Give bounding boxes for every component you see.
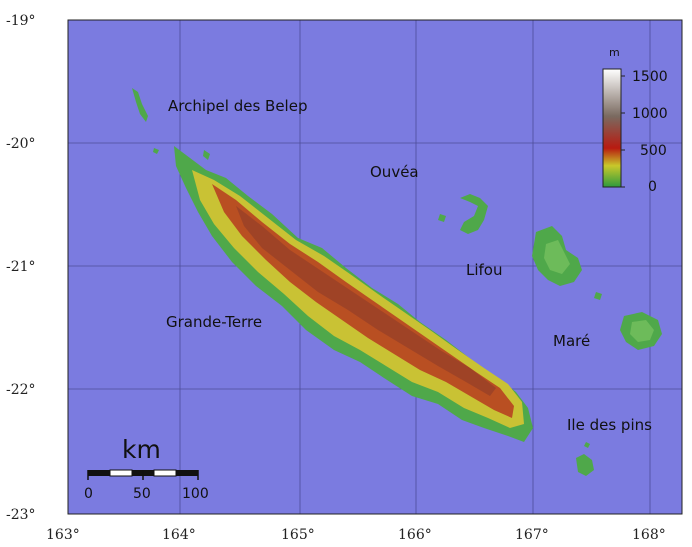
map-frame: [67, 19, 683, 515]
place-label-grande-terre: Grande-Terre: [166, 313, 262, 331]
place-label-pins: Ile des pins: [567, 416, 652, 434]
lon-labels: 163° 164° 165° 166° 167° 168°: [46, 527, 666, 543]
legend-tick-label: 500: [640, 143, 667, 159]
lon-tick-label: 165°: [281, 527, 315, 543]
scale-bar-segment: [109, 469, 133, 477]
lifou-inner: [544, 240, 570, 274]
legend-unit: m: [609, 46, 620, 59]
belep-islet: [153, 148, 159, 154]
place-label-belep: Archipel des Belep: [168, 97, 307, 115]
mare-inner: [630, 320, 654, 342]
scale-bar-label: 0: [84, 486, 93, 502]
graticule: [68, 20, 682, 514]
lat-tick-label: -22°: [6, 382, 36, 398]
lat-tick-label: -20°: [6, 136, 36, 152]
place-label-mare: Maré: [553, 332, 590, 350]
lon-tick-label: 167°: [515, 527, 549, 543]
grande-terre-peaks: [236, 206, 496, 396]
place-label-ouvea: Ouvéa: [370, 163, 419, 181]
legend-tick-label: 1000: [632, 106, 668, 122]
place-label-lifou: Lifou: [466, 261, 503, 279]
lon-tick-label: 164°: [162, 527, 196, 543]
belep-island: [132, 88, 148, 122]
legend-tick-label: 0: [648, 179, 657, 195]
pins-islet: [584, 442, 590, 448]
place-labels: Archipel des Belep Ouvéa Lifou Grande-Te…: [166, 97, 652, 434]
lon-tick-label: 163°: [46, 527, 80, 543]
lat-tick-label: -23°: [6, 507, 36, 523]
ouvea-islet: [438, 214, 446, 222]
lat-labels: -19° -20° -21° -22° -23°: [6, 13, 36, 523]
pins-island: [576, 454, 594, 476]
legend-tick-marks: [621, 75, 625, 188]
legend-tick-label: 1500: [632, 69, 668, 85]
legend-colorbar: [602, 68, 622, 188]
lat-tick-label: -21°: [6, 259, 36, 275]
belep-islet-2: [203, 150, 210, 160]
lon-tick-label: 166°: [398, 527, 432, 543]
scale-bar-segment: [88, 470, 110, 476]
scale-bar-label: 50: [133, 486, 151, 502]
scale-bar-segment: [176, 470, 198, 476]
ouvea-island: [460, 194, 488, 234]
tiga-islet: [594, 292, 602, 300]
lon-tick-label: 168°: [632, 527, 666, 543]
lat-tick-label: -19°: [6, 13, 36, 29]
scale-bar-segment: [153, 469, 177, 477]
scale-bar: km 0 50 100: [84, 435, 209, 502]
scale-bar-unit: km: [122, 435, 161, 464]
islands: [132, 88, 662, 476]
elevation-legend: m 1500 1000 500 0: [602, 46, 668, 195]
scale-bar-label: 100: [182, 486, 209, 502]
